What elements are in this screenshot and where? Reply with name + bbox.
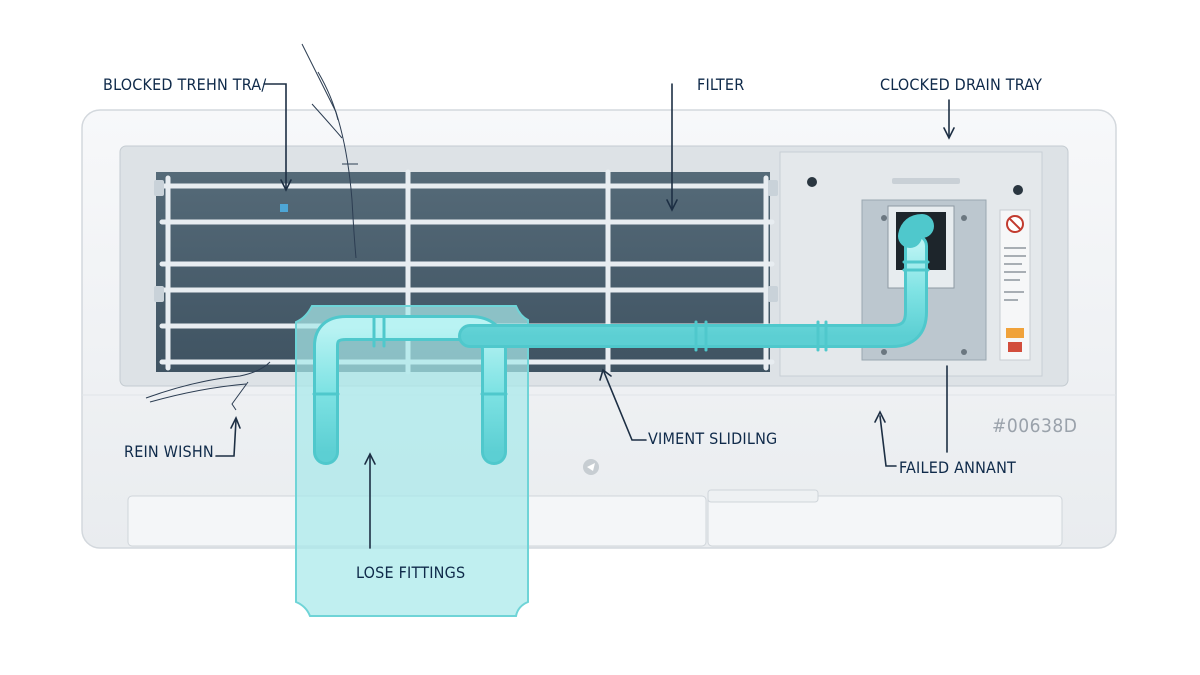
clocked-drain-tray-label: CLOCKED DRAIN TRAY	[880, 75, 1043, 94]
brand-emblem-icon	[583, 459, 599, 475]
sketch-strokes	[145, 43, 358, 411]
drain-pipe	[312, 214, 934, 465]
loose-fittings-panel	[295, 305, 529, 617]
color-code-label: #00638D	[992, 415, 1078, 437]
viment-sliding-label: VIMENT SLIDILNG	[648, 429, 778, 448]
lose-fittings-label: LOSE FITTINGS	[356, 563, 466, 582]
filter-label: FILTER	[697, 75, 745, 94]
leader-lines	[215, 83, 955, 549]
failed-annant-label: FAILED ANNANT	[899, 458, 1017, 477]
blocked-tray-label: BLOCKED TREHN TRA/	[103, 75, 267, 94]
rein-wishn-label: REIN WISHN	[124, 442, 214, 461]
